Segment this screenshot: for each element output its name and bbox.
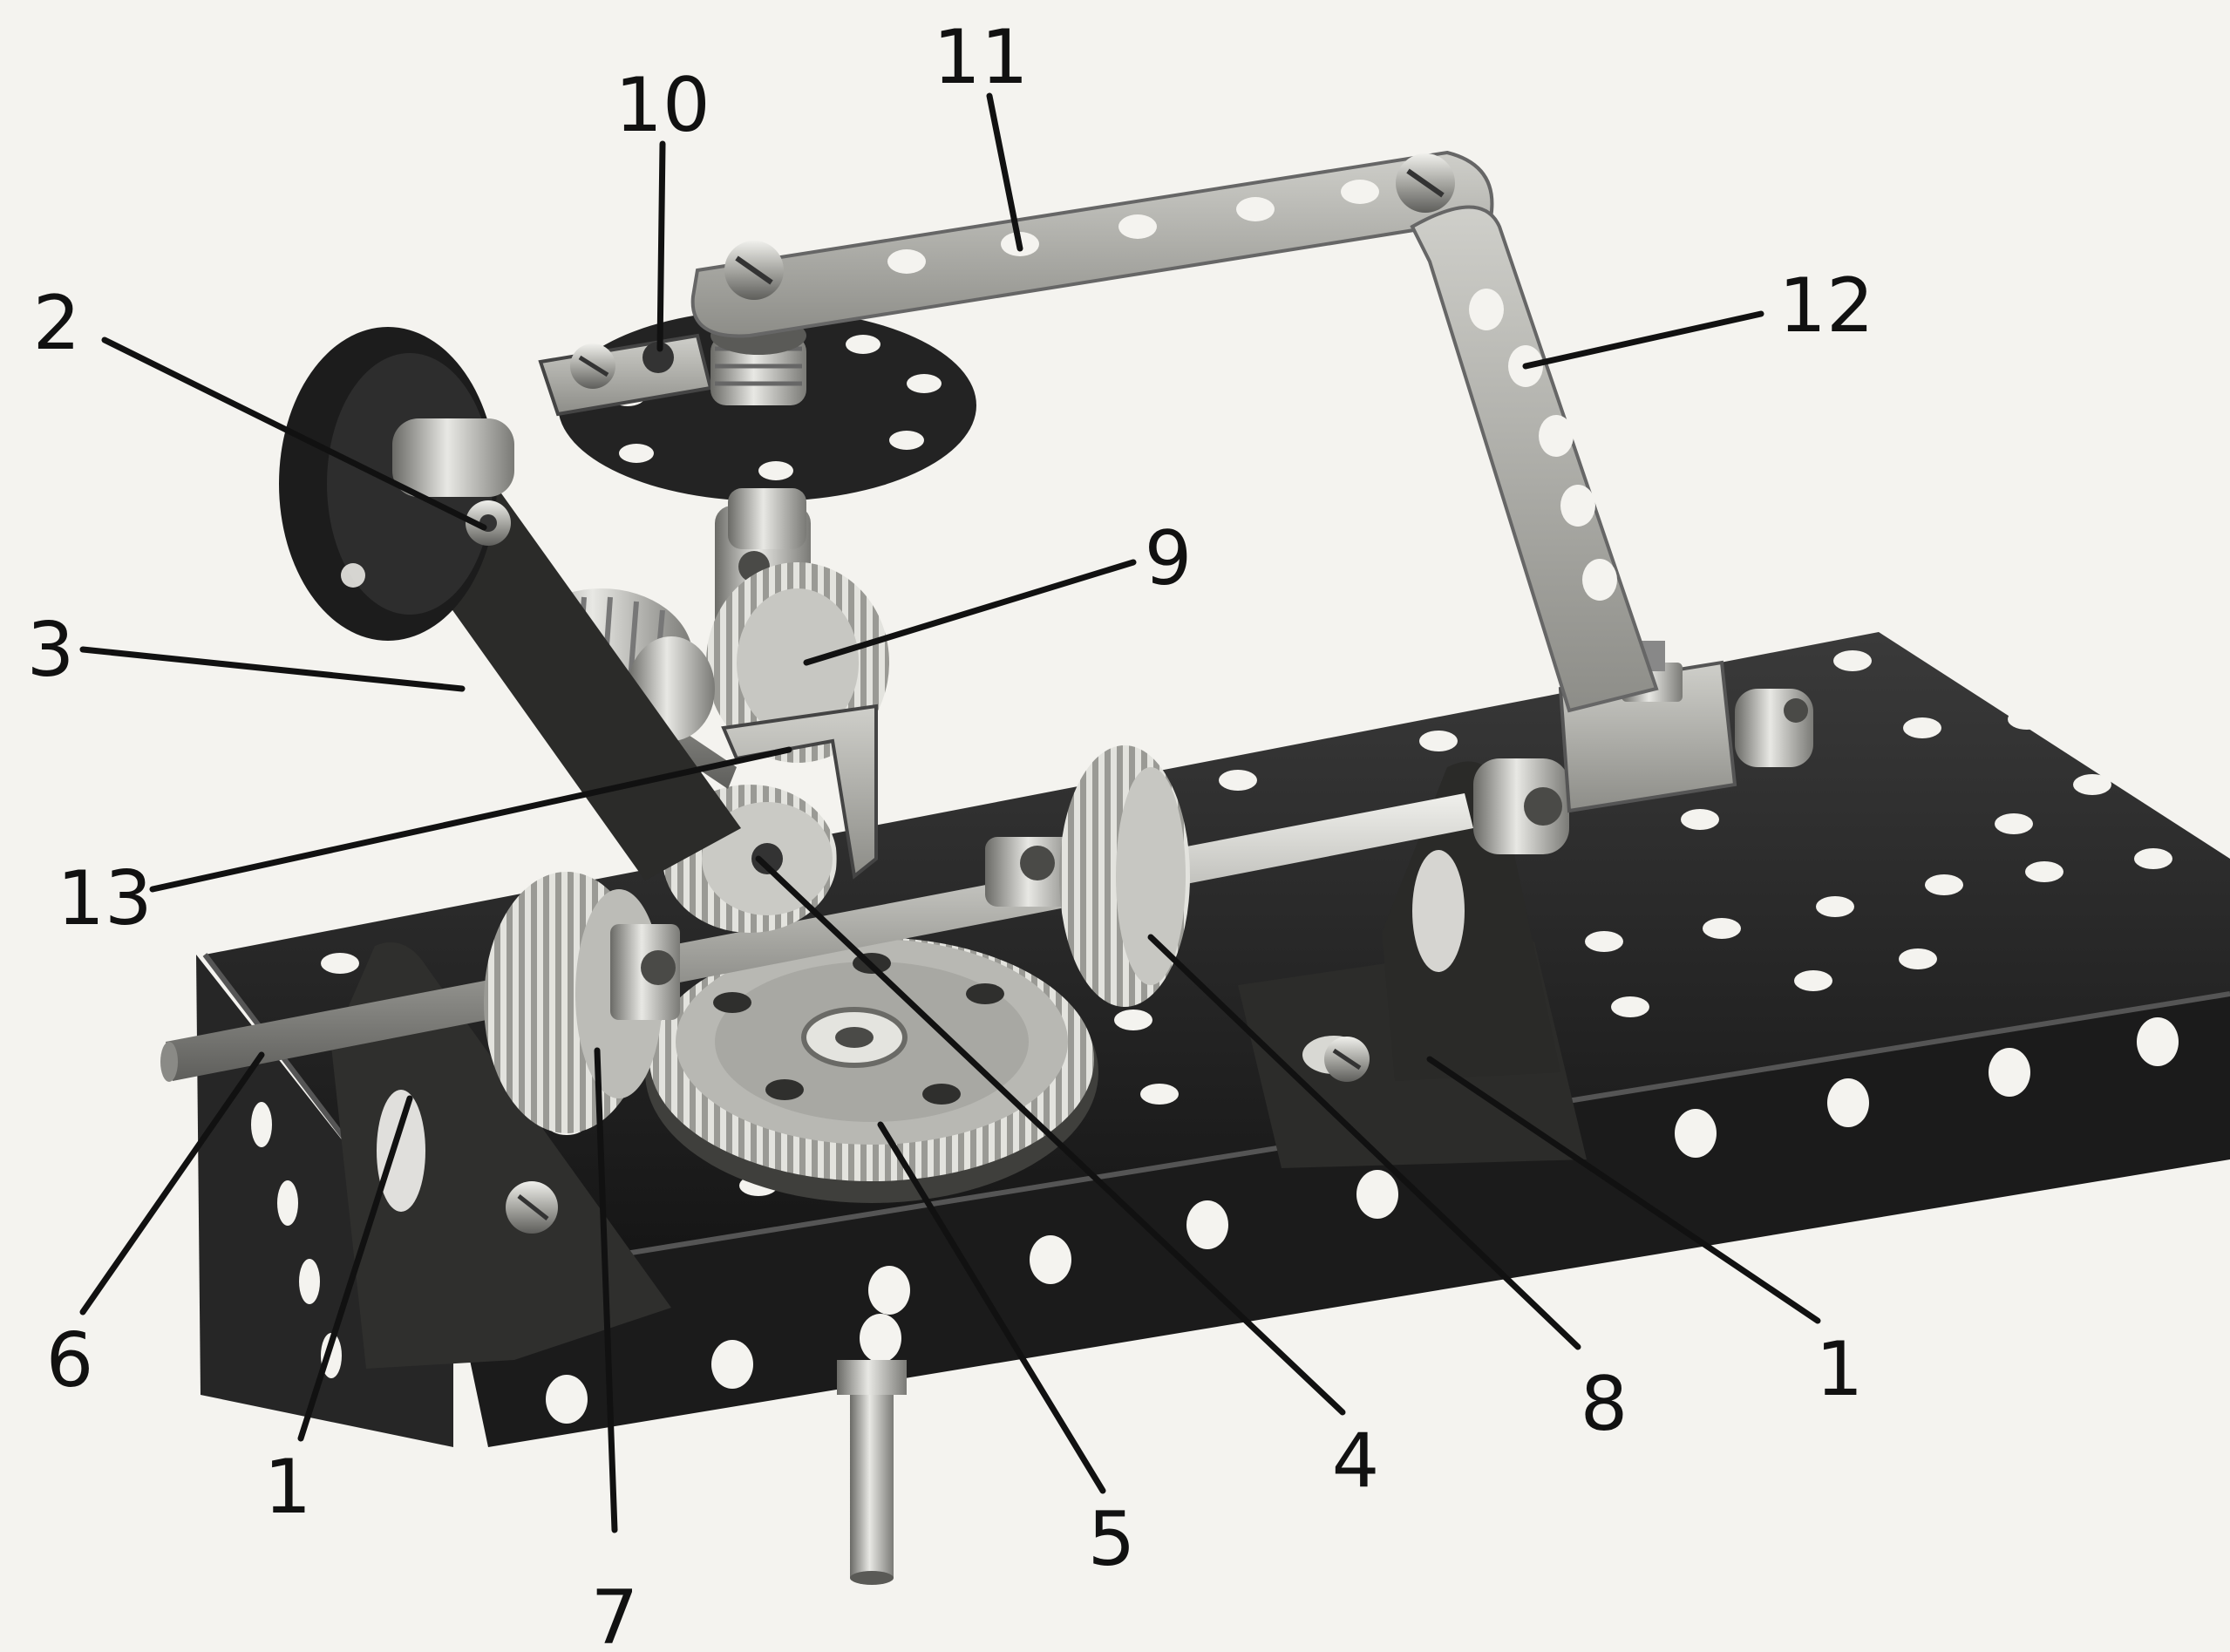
callout-12: 12 xyxy=(1778,262,1873,350)
plate-side-holes xyxy=(546,1017,2179,1424)
contrate-gear xyxy=(645,937,1098,1203)
leader-1a xyxy=(297,1095,413,1442)
leader-5 xyxy=(877,1121,1106,1494)
callout-4: 4 xyxy=(1332,1417,1380,1505)
leader-11 xyxy=(986,92,1023,252)
leader-4 xyxy=(755,855,1346,1416)
leader-7 xyxy=(594,1047,618,1533)
strip-12 xyxy=(1410,205,1659,713)
leader-8 xyxy=(1147,934,1581,1350)
left-bracket xyxy=(331,942,671,1369)
callout-5: 5 xyxy=(1088,1496,1136,1583)
callout-labels: 1 1 2 3 4 5 6 7 8 9 10 11 12 13 xyxy=(27,14,1874,1652)
flange-holes xyxy=(251,1102,342,1378)
callout-10: 10 xyxy=(615,62,710,149)
callout-6: 6 xyxy=(46,1317,94,1404)
leader-12 xyxy=(1522,310,1764,370)
leader-3 xyxy=(79,646,466,692)
leader-2 xyxy=(101,337,487,531)
lower-spindle xyxy=(837,1360,907,1585)
callout-1b: 1 xyxy=(1816,1326,1864,1413)
callout-3: 3 xyxy=(27,607,75,694)
callout-2: 2 xyxy=(33,280,81,367)
callout-13: 13 xyxy=(57,855,152,942)
leader-lines xyxy=(79,92,1821,1533)
pulley-wheel xyxy=(279,327,514,641)
strip-11 xyxy=(690,150,1494,338)
callout-1a: 1 xyxy=(264,1444,312,1531)
right-collar xyxy=(1473,758,1569,854)
callout-7: 7 xyxy=(591,1574,639,1652)
callout-11: 11 xyxy=(933,14,1028,101)
leader-10 xyxy=(656,140,666,352)
leader-9 xyxy=(803,559,1137,666)
leader-6 xyxy=(79,1051,265,1315)
leader-13 xyxy=(149,746,792,893)
leader-1b xyxy=(1426,1056,1821,1324)
gear-left xyxy=(484,872,680,1133)
callout-8: 8 xyxy=(1581,1361,1628,1448)
callout-9: 9 xyxy=(1145,515,1193,602)
right-bracket xyxy=(1382,761,1560,1081)
